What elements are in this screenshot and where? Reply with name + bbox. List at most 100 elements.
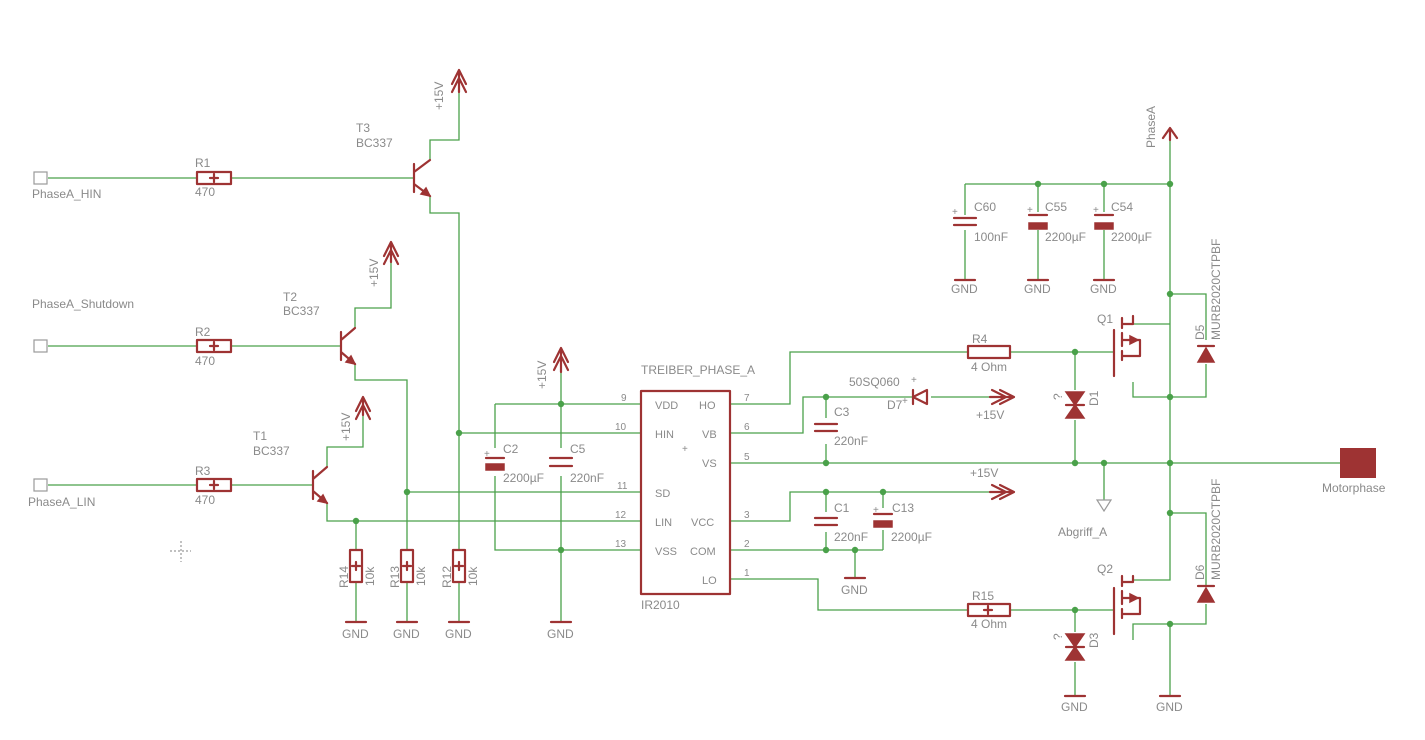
supply-15v-t1: +15V [339,395,372,441]
resistor-icon [195,338,233,354]
value-label: 10k [414,566,428,586]
input-shutdown[interactable]: PhaseA_Shutdown [32,297,134,353]
capacitor-c60[interactable]: + C60 100nF [952,200,1008,244]
polarity-label: + [1093,205,1099,216]
capacitor-icon [952,216,978,227]
transistor-t1[interactable]: T1 BC337 [253,429,329,505]
resistor-r13[interactable]: R13 10k [388,548,428,588]
ref-label: C54 [1111,200,1133,214]
ref-label: T3 [356,121,370,135]
plus-mark-icon [401,560,413,572]
supply-label: +15V [339,413,353,441]
capacitor-c1[interactable]: C1 220nF [813,501,868,544]
resistor-r12[interactable]: R12 10k [440,548,480,588]
input-hin[interactable]: PhaseA_HIN [32,171,101,201]
ref-label: C60 [974,200,996,214]
capacitor-c13[interactable]: + C13 2200µF [872,501,932,544]
mosfet-q1[interactable]: Q1 [1097,312,1142,378]
value-label: ? [1051,633,1065,640]
gnd-label: GND [342,627,369,641]
pin-number: 1 [744,568,750,579]
resistor-r1[interactable]: R1 470 [195,156,233,199]
diode-d5[interactable]: D5 MURB2020CTPBF [1193,239,1223,363]
transistor-t3[interactable]: T3 BC337 [356,121,432,198]
pin-number: 11 [617,481,628,492]
diode-d1[interactable]: ? D1 [1051,390,1101,419]
value-label: 470 [195,493,215,507]
capacitor-c5[interactable]: C5 220nF [548,442,604,485]
value-label: 220nF [570,471,604,485]
pin-number: 10 [615,422,627,433]
net-label: Motorphase [1322,481,1386,495]
capacitor-plate-icon [1094,222,1114,230]
junctions [352,180,1174,628]
ref-label: D6 [1193,564,1207,580]
motorphase-connector[interactable]: Motorphase [1322,448,1386,495]
mosfet-q2[interactable]: Q2 [1097,562,1142,636]
pin-number: 13 [615,539,627,550]
pin-name: HO [699,400,716,412]
supply-arrow-icon [450,68,468,94]
pin-number: 2 [744,539,750,550]
value-label: 470 [195,185,215,199]
gnd-label: GND [547,627,574,641]
pin-name: VSS [655,546,677,558]
pin-name: COM [690,546,716,558]
supply-label: +15V [367,259,381,287]
polarity-label: + [952,207,958,218]
capacitor-c3[interactable]: C3 220nF [813,405,868,448]
input-lin[interactable]: PhaseA_LIN [28,478,95,509]
capacitor-plate-icon [1028,222,1048,230]
gnd-label: GND [1061,700,1088,714]
value-label: 10k [466,566,480,586]
ic-marker: + [682,444,688,455]
pin-number: 7 [744,393,750,404]
driver-ic[interactable]: TREIBER_PHASE_A IR2010 + 9 VDD 10 HIN 11… [615,363,755,612]
mosfet-arrow-icon [1129,334,1140,346]
capacitor-c2[interactable]: + C2 2200µF [484,442,544,485]
capacitor-icon [813,422,839,433]
value-label: 220nF [834,434,868,448]
resistor-r14[interactable]: R14 10k [337,548,377,588]
ic-body [639,389,732,596]
capacitor-icon [548,456,574,468]
supply-15v-t3: +15V [432,68,468,110]
resistor-r3[interactable]: R3 470 [195,464,233,507]
wires [48,88,1340,696]
resistor-r2[interactable]: R2 470 [195,325,233,368]
mosfet-icon [1112,574,1142,636]
emitter-arrow-icon [419,186,432,198]
resistor-icon [399,548,415,584]
diode-d3[interactable]: ? D3 [1051,632,1101,661]
ref-label: Q2 [1097,562,1113,576]
plus-mark-icon [208,479,220,491]
crosshair-icon [170,541,191,562]
transistor-t2[interactable]: T2 BC337 [283,290,357,366]
ref-label: R14 [337,566,351,588]
value-label: 100nF [974,230,1008,244]
ic-part-label: IR2010 [641,598,680,612]
net-label: Abgriff_A [1058,525,1107,539]
pin-name: VB [702,429,717,441]
ref-label: C3 [834,405,850,419]
ref-label: R13 [388,566,402,588]
mosfet-arrow-icon [1129,592,1140,604]
connector-icon [33,171,48,185]
capacitor-icon [813,516,839,527]
diode-d6[interactable]: D6 MURB2020CTPBF [1193,479,1223,603]
ref-label: R12 [440,566,454,588]
pin-name: LIN [655,517,672,529]
value-label: 220nF [834,530,868,544]
diode-d7[interactable]: 50SQ060 + D7 + [849,375,929,412]
gnd-c60: GND [951,278,978,296]
gnd-label: GND [951,282,978,296]
capacitor-c55[interactable]: + C55 2200µF [1027,200,1086,244]
pin-number: 3 [744,510,750,521]
resistor-r4[interactable]: R4 4 Ohm [966,332,1012,374]
supply-15v-vcc: +15V [970,466,1016,501]
capacitor-c54[interactable]: + C54 2200µF [1093,200,1152,244]
value-label: BC337 [253,444,290,458]
ref-label: D3 [1087,632,1101,648]
resistor-r15[interactable]: R15 4 Ohm [966,589,1012,631]
ref-label: R2 [195,325,211,339]
